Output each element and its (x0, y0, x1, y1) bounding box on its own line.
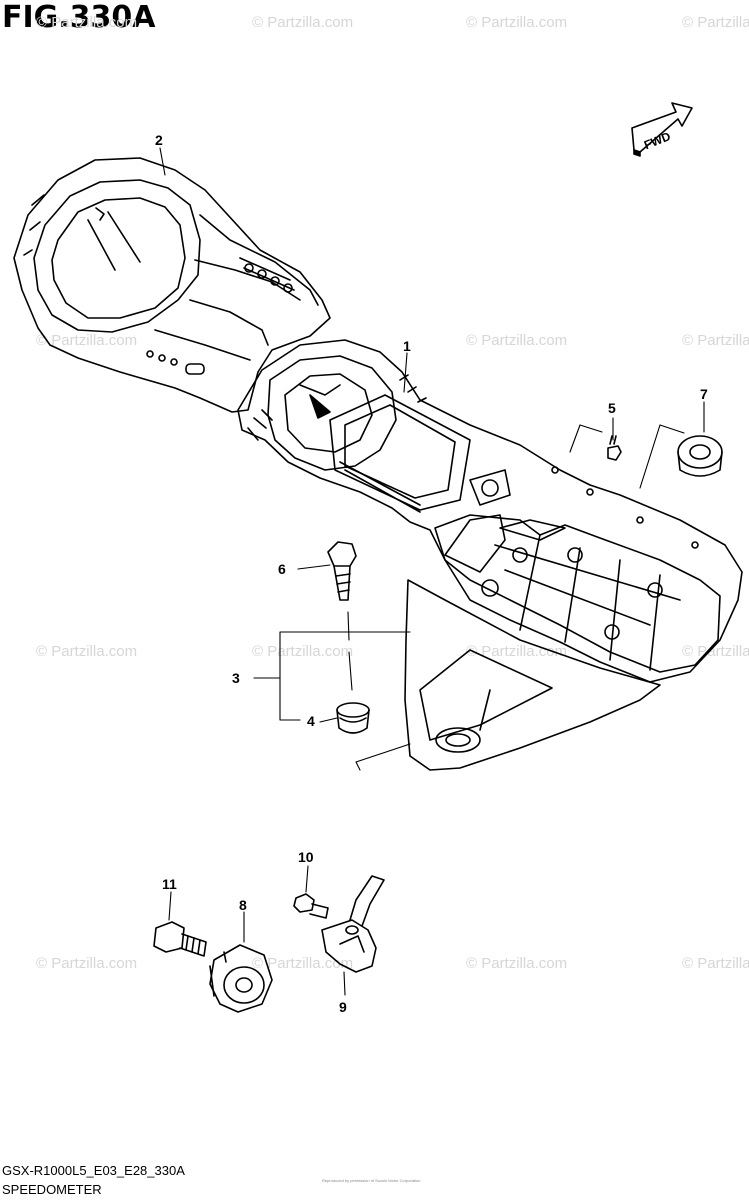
small-screw-part (607, 435, 622, 461)
meter-cover-part (13, 157, 331, 413)
speedometer-assembly-part (237, 339, 743, 683)
callout-3: 3 (232, 670, 240, 686)
damper-nut-part (209, 944, 273, 1013)
watermark: © Partzilla.com (466, 14, 568, 31)
fwd-arrow-icon (631, 102, 693, 157)
watermark: © Partzilla.com (682, 332, 749, 349)
watermark: © Partzilla.com (682, 14, 749, 31)
watermark: © Partzilla.com (36, 955, 138, 972)
callout-8: 8 (239, 897, 247, 913)
callout-6: 6 (278, 561, 286, 577)
speed-sensor-part (321, 875, 385, 973)
watermark: © Partzilla.com (252, 955, 354, 972)
watermark: © Partzilla.com (252, 14, 354, 31)
callout-9: 9 (339, 999, 347, 1015)
watermark: © Partzilla.com (36, 643, 138, 660)
callout-7: 7 (700, 386, 708, 402)
leader-lines (159, 147, 705, 996)
callout-5: 5 (608, 400, 616, 416)
watermark: © Partzilla.com (466, 332, 568, 349)
callout-2: 2 (155, 132, 163, 148)
callout-10: 10 (298, 849, 314, 865)
bolt-part (293, 893, 329, 919)
screw-part (327, 541, 357, 601)
callout-4: 4 (307, 713, 315, 729)
hex-bolt-part (153, 921, 207, 957)
grommet-part (677, 435, 723, 477)
copyright-note: Reproduced by permission of Suzuki Motor… (322, 1178, 421, 1183)
callout-11: 11 (162, 876, 177, 892)
diagram-code: GSX-R1000L5_E03_E28_330A (2, 1163, 185, 1178)
diagram-name: SPEEDOMETER (2, 1182, 102, 1197)
watermark: © Partzilla.com (252, 643, 354, 660)
callout-1: 1 (403, 338, 411, 354)
watermark: © Partzilla.com (682, 955, 749, 972)
watermark: © Partzilla.com (36, 14, 138, 31)
lower-housing-part (404, 579, 661, 771)
watermark: © Partzilla.com (36, 332, 138, 349)
watermark: © Partzilla.com (682, 643, 749, 660)
rubber-grommet-part (336, 702, 370, 734)
figure-title: FIG.330A (2, 0, 156, 35)
watermark: © Partzilla.com (466, 955, 568, 972)
